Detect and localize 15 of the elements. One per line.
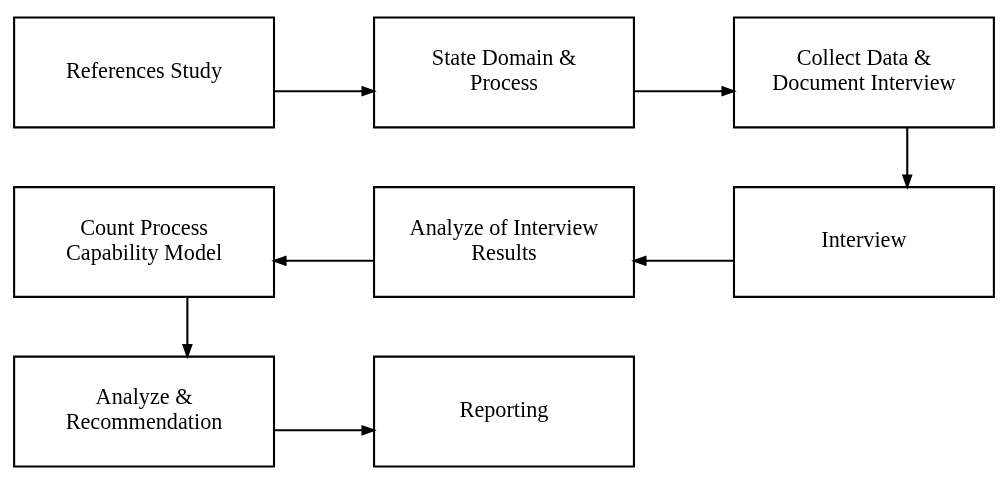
node-box: Reporting [373, 355, 635, 468]
node-box: Analyze of Interview Results [373, 186, 635, 298]
arrow [182, 297, 193, 360]
arrow [271, 255, 375, 267]
node-box: Count Process Capability Model [13, 186, 276, 298]
node-box: Collect Data & Document Interview [732, 16, 995, 129]
arrow [274, 85, 377, 97]
node-box: Analyze & Recommendation [13, 355, 276, 468]
arrow [631, 255, 734, 267]
arrow [633, 85, 737, 97]
arrow [274, 424, 377, 436]
arrow [901, 127, 913, 190]
node-box: References Study [13, 16, 276, 129]
node-box: Interview [732, 186, 995, 298]
node-box: State Domain & Process [373, 16, 635, 129]
